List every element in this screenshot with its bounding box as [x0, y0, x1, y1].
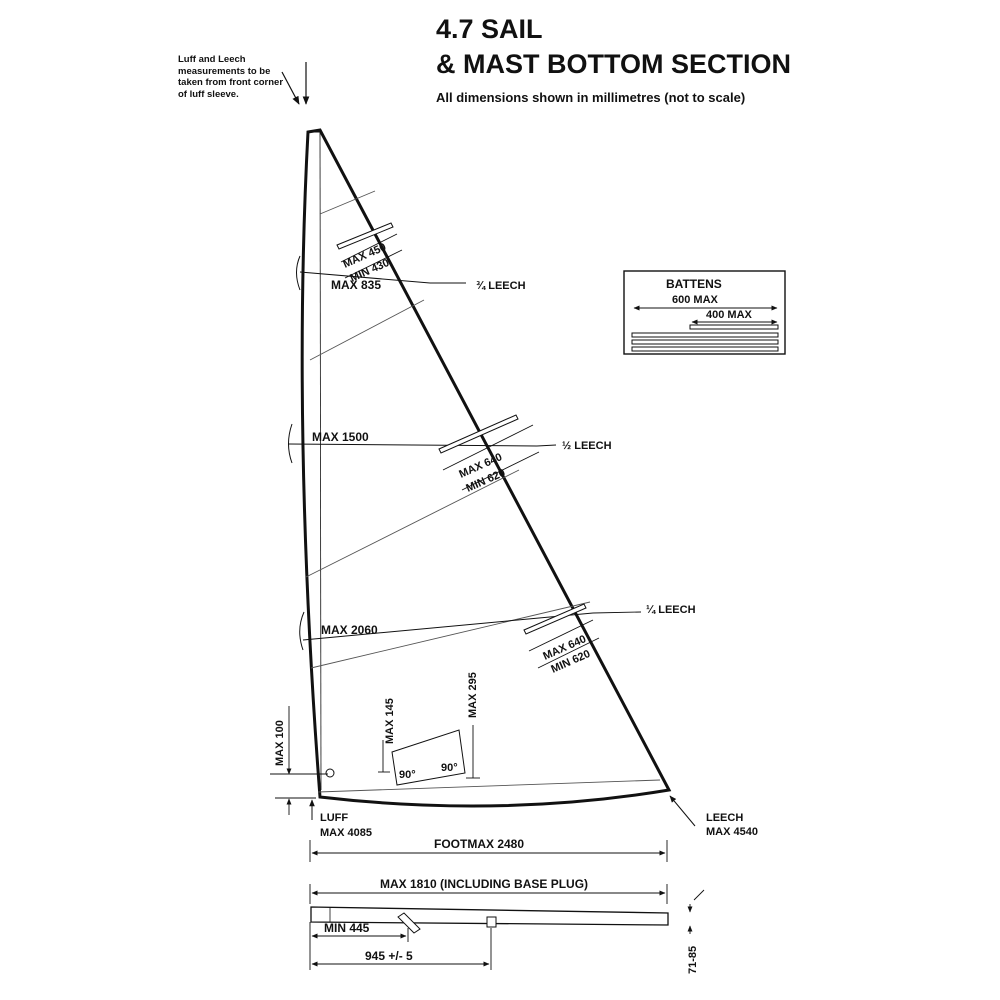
- sail-window: [391, 729, 466, 786]
- mast-length-dimension: [309, 884, 668, 904]
- title-line-2: & MAST BOTTOM SECTION: [436, 49, 791, 79]
- half-leech-label: ½ LEECH: [562, 440, 612, 452]
- half-width: MAX 1500: [312, 430, 369, 444]
- mast-position: 945 +/- 5: [365, 949, 413, 963]
- title-line-1: 4.7 SAIL: [436, 14, 543, 44]
- foot-max: FOOTMAX 2480: [434, 837, 524, 851]
- window-dimension-lines: [378, 725, 480, 779]
- mast-tube: [310, 906, 669, 926]
- note-pointer-arrows: [281, 62, 310, 105]
- batten-pocket-ticks: [340, 233, 600, 669]
- luff-arcs: [288, 255, 305, 651]
- window-angle-a: 90°: [399, 769, 416, 781]
- width-lines: [288, 271, 594, 641]
- mast-pin: [486, 916, 497, 928]
- sail-outline: [300, 128, 672, 808]
- three-quarter-leech-label: ¾ LEECH: [476, 280, 526, 292]
- leech-leaders: [430, 282, 642, 614]
- batten-short-bar: [689, 324, 779, 330]
- quarter-width: MAX 2060: [321, 623, 378, 637]
- mast-length: MAX 1810 (INCLUDING BASE PLUG): [380, 877, 588, 891]
- mast-clamp-mark: [397, 912, 421, 934]
- page-title: 4.7 SAIL & MAST BOTTOM SECTION: [436, 12, 791, 82]
- subtitle: All dimensions shown in millimetres (not…: [436, 90, 746, 105]
- tack-height: MAX 100: [274, 720, 286, 766]
- leech-label: LEECH: [706, 812, 743, 824]
- mast-min-dimension: [309, 922, 492, 970]
- window-angle-b: 90°: [441, 762, 458, 774]
- batten-long-bars: [631, 332, 779, 352]
- three-quarter-width: MAX 835: [331, 278, 381, 292]
- measurement-note: Luff and Leech measurements to be taken …: [178, 54, 284, 100]
- luff-label: LUFF: [320, 812, 348, 824]
- window-height-a: MAX 295: [467, 672, 479, 718]
- sail-seams: [305, 190, 661, 793]
- foot-dimension: [309, 840, 668, 862]
- window-height-b: MAX 145: [384, 698, 396, 744]
- battens-dimension-lines: [633, 305, 778, 325]
- tack-grommet: [325, 768, 335, 778]
- batten-pockets: [336, 222, 587, 635]
- quarter-leech-label: ¼ LEECH: [646, 604, 696, 616]
- leech-max: MAX 4540: [706, 826, 758, 838]
- mast-diameter: 71-85: [687, 946, 699, 974]
- mast-min-position: MIN 445: [324, 921, 370, 935]
- battens-title: BATTENS: [666, 277, 722, 291]
- mast-diameter-dimension: [687, 889, 705, 934]
- batten-short-label: 400 MAX: [706, 309, 753, 321]
- luff-max: MAX 4085: [320, 827, 372, 839]
- batten-long-label: 600 MAX: [672, 294, 719, 306]
- tack-height-dimension: [270, 706, 328, 815]
- leech-arrow: [669, 795, 696, 827]
